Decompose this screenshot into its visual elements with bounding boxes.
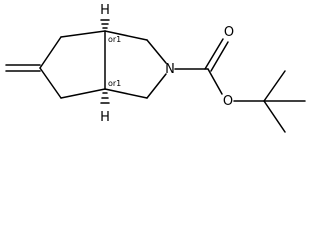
- atom-h-top: H: [100, 3, 110, 18]
- bond-c4-c5: [39, 67, 62, 99]
- hashed-wedge-bottom: [100, 92, 110, 104]
- stereo-label-bottom: or1: [108, 79, 121, 88]
- bond-c3-c4: [60, 88, 106, 99]
- bond-c1-c2: [60, 30, 106, 38]
- hashed-wedge-top: [100, 19, 110, 29]
- atom-h-bottom: H: [100, 110, 110, 125]
- bond-ch2-c3: [104, 88, 148, 99]
- stereo-label-top: or1: [108, 35, 121, 44]
- bond-ch2-n-top: [146, 39, 167, 64]
- bond-c5-c1: [39, 36, 62, 69]
- atom-o-ester: O: [223, 94, 233, 109]
- bond-tbu-methyl-top: [263, 70, 286, 102]
- bond-n-ch2-bottom: [146, 73, 167, 99]
- atom-o-carbonyl: O: [224, 25, 234, 40]
- atom-n: N: [165, 62, 175, 77]
- bond-carbonyl-ester-o: [207, 68, 223, 95]
- bond-c2-ch2: [104, 30, 148, 41]
- bond-tbu-methyl-bottom: [263, 100, 286, 133]
- carbonyl-double-bond-line-1: [204, 38, 224, 70]
- chemical-structure: H H N O O or1 or1: [5, 3, 306, 133]
- carbonyl-double-bond-line-2: [210, 41, 229, 72]
